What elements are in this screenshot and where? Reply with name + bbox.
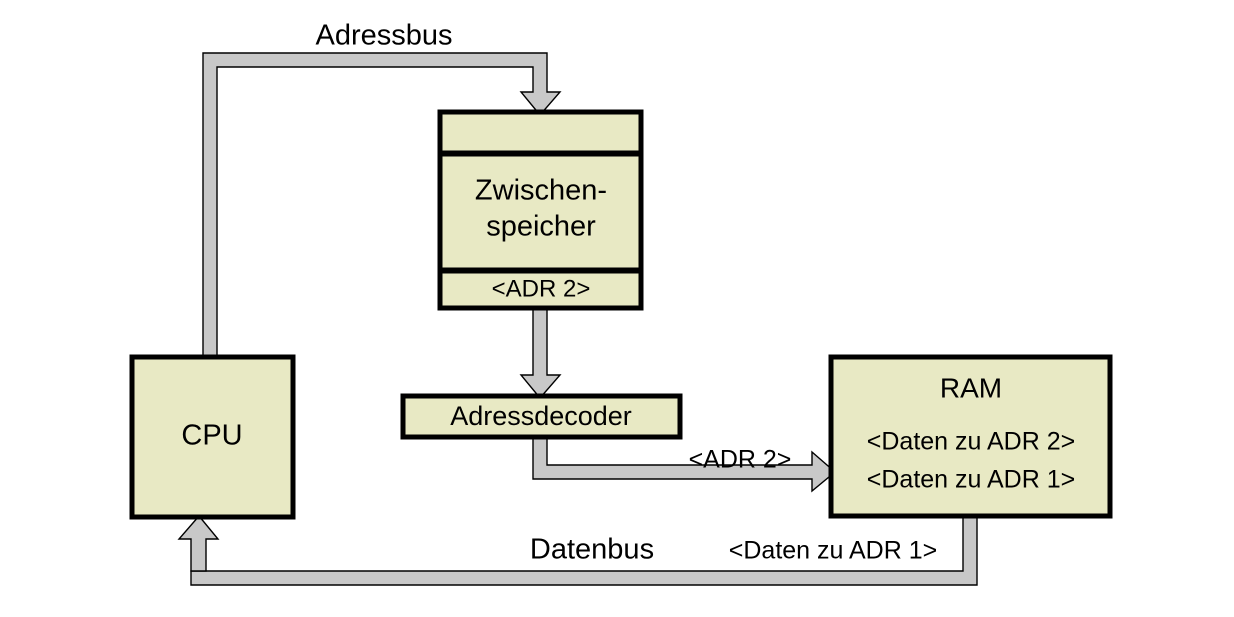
adr2-connector-label: <ADR 2> xyxy=(689,446,792,474)
adressdecoder-label: Adressdecoder xyxy=(450,401,632,431)
ram-row-2: <Daten zu ADR 1> xyxy=(867,466,1075,494)
connector-adressbus xyxy=(202,52,562,358)
node-ram[interactable]: RAM <Daten zu ADR 2> <Daten zu ADR 1> xyxy=(828,354,1113,519)
node-cpu[interactable]: CPU xyxy=(129,354,296,520)
zwischenspeicher-label-line1: Zwischen- xyxy=(475,175,607,207)
ram-title: RAM xyxy=(940,372,1002,403)
zwischenspeicher-bottom-label: <ADR 2> xyxy=(492,275,591,302)
connector-adressdecoder-to-ram xyxy=(532,436,837,493)
connector-zwischenspeicher-to-adressdecoder xyxy=(519,307,562,400)
adressbus-label: Adressbus xyxy=(315,20,452,52)
datenbus-payload-label: <Daten zu ADR 1> xyxy=(729,537,937,565)
datenbus-label: Datenbus xyxy=(530,534,654,566)
node-adressdecoder[interactable]: Adressdecoder xyxy=(400,393,683,440)
node-zwischenspeicher[interactable]: Zwischen- speicher <ADR 2> xyxy=(437,109,644,311)
ram-row-1: <Daten zu ADR 2> xyxy=(867,428,1075,456)
cpu-label: CPU xyxy=(181,420,242,452)
zwischenspeicher-label-line2: speicher xyxy=(486,211,596,243)
